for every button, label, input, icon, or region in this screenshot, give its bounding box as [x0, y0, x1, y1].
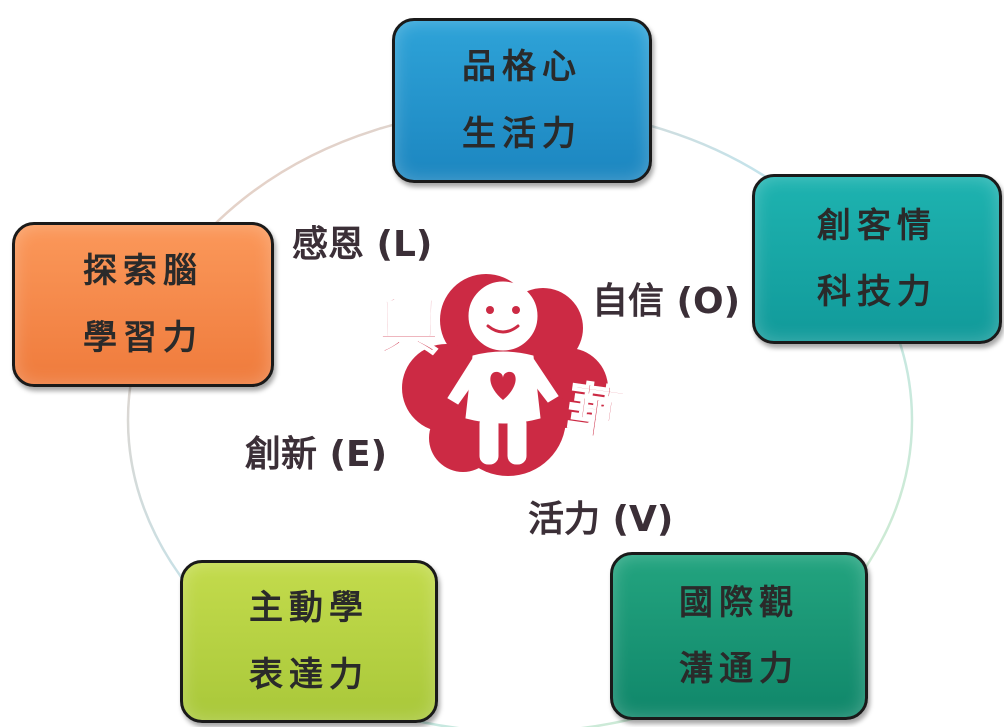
logo-char-right: 華 [563, 375, 630, 450]
box-label-line1: 品格心 [462, 47, 582, 88]
box-maker-technology: 創客情 科技力 [752, 174, 1002, 344]
box-label-line1: 國際觀 [679, 582, 799, 623]
box-label-line2: 科技力 [817, 272, 937, 312]
value-label-confidence: 自信 (O) [592, 281, 741, 322]
logo-char-left: 興 [378, 290, 440, 363]
box-active-expression: 主動學 表達力 [180, 560, 438, 723]
value-label-vitality: 活力 (V) [528, 499, 674, 540]
box-label-line2: 表達力 [249, 654, 369, 695]
box-label-line1: 探索腦 [83, 251, 203, 292]
box-exploration-learning: 探索腦 學習力 [12, 222, 274, 387]
box-character-life-skills: 品格心 生活力 [392, 18, 652, 183]
box-label-line1: 創客情 [817, 205, 937, 246]
box-label-line1: 主動學 [249, 588, 369, 629]
school-logo: 興 華 [377, 274, 631, 476]
box-label-line2: 生活力 [462, 113, 582, 154]
box-label-line2: 學習力 [83, 317, 203, 358]
value-label-innovation: 創新 (E) [245, 434, 388, 475]
box-label-line2: 溝通力 [679, 649, 799, 689]
value-label-gratitude: 感恩 (L) [292, 224, 433, 265]
box-global-communication: 國際觀 溝通力 [610, 552, 868, 720]
